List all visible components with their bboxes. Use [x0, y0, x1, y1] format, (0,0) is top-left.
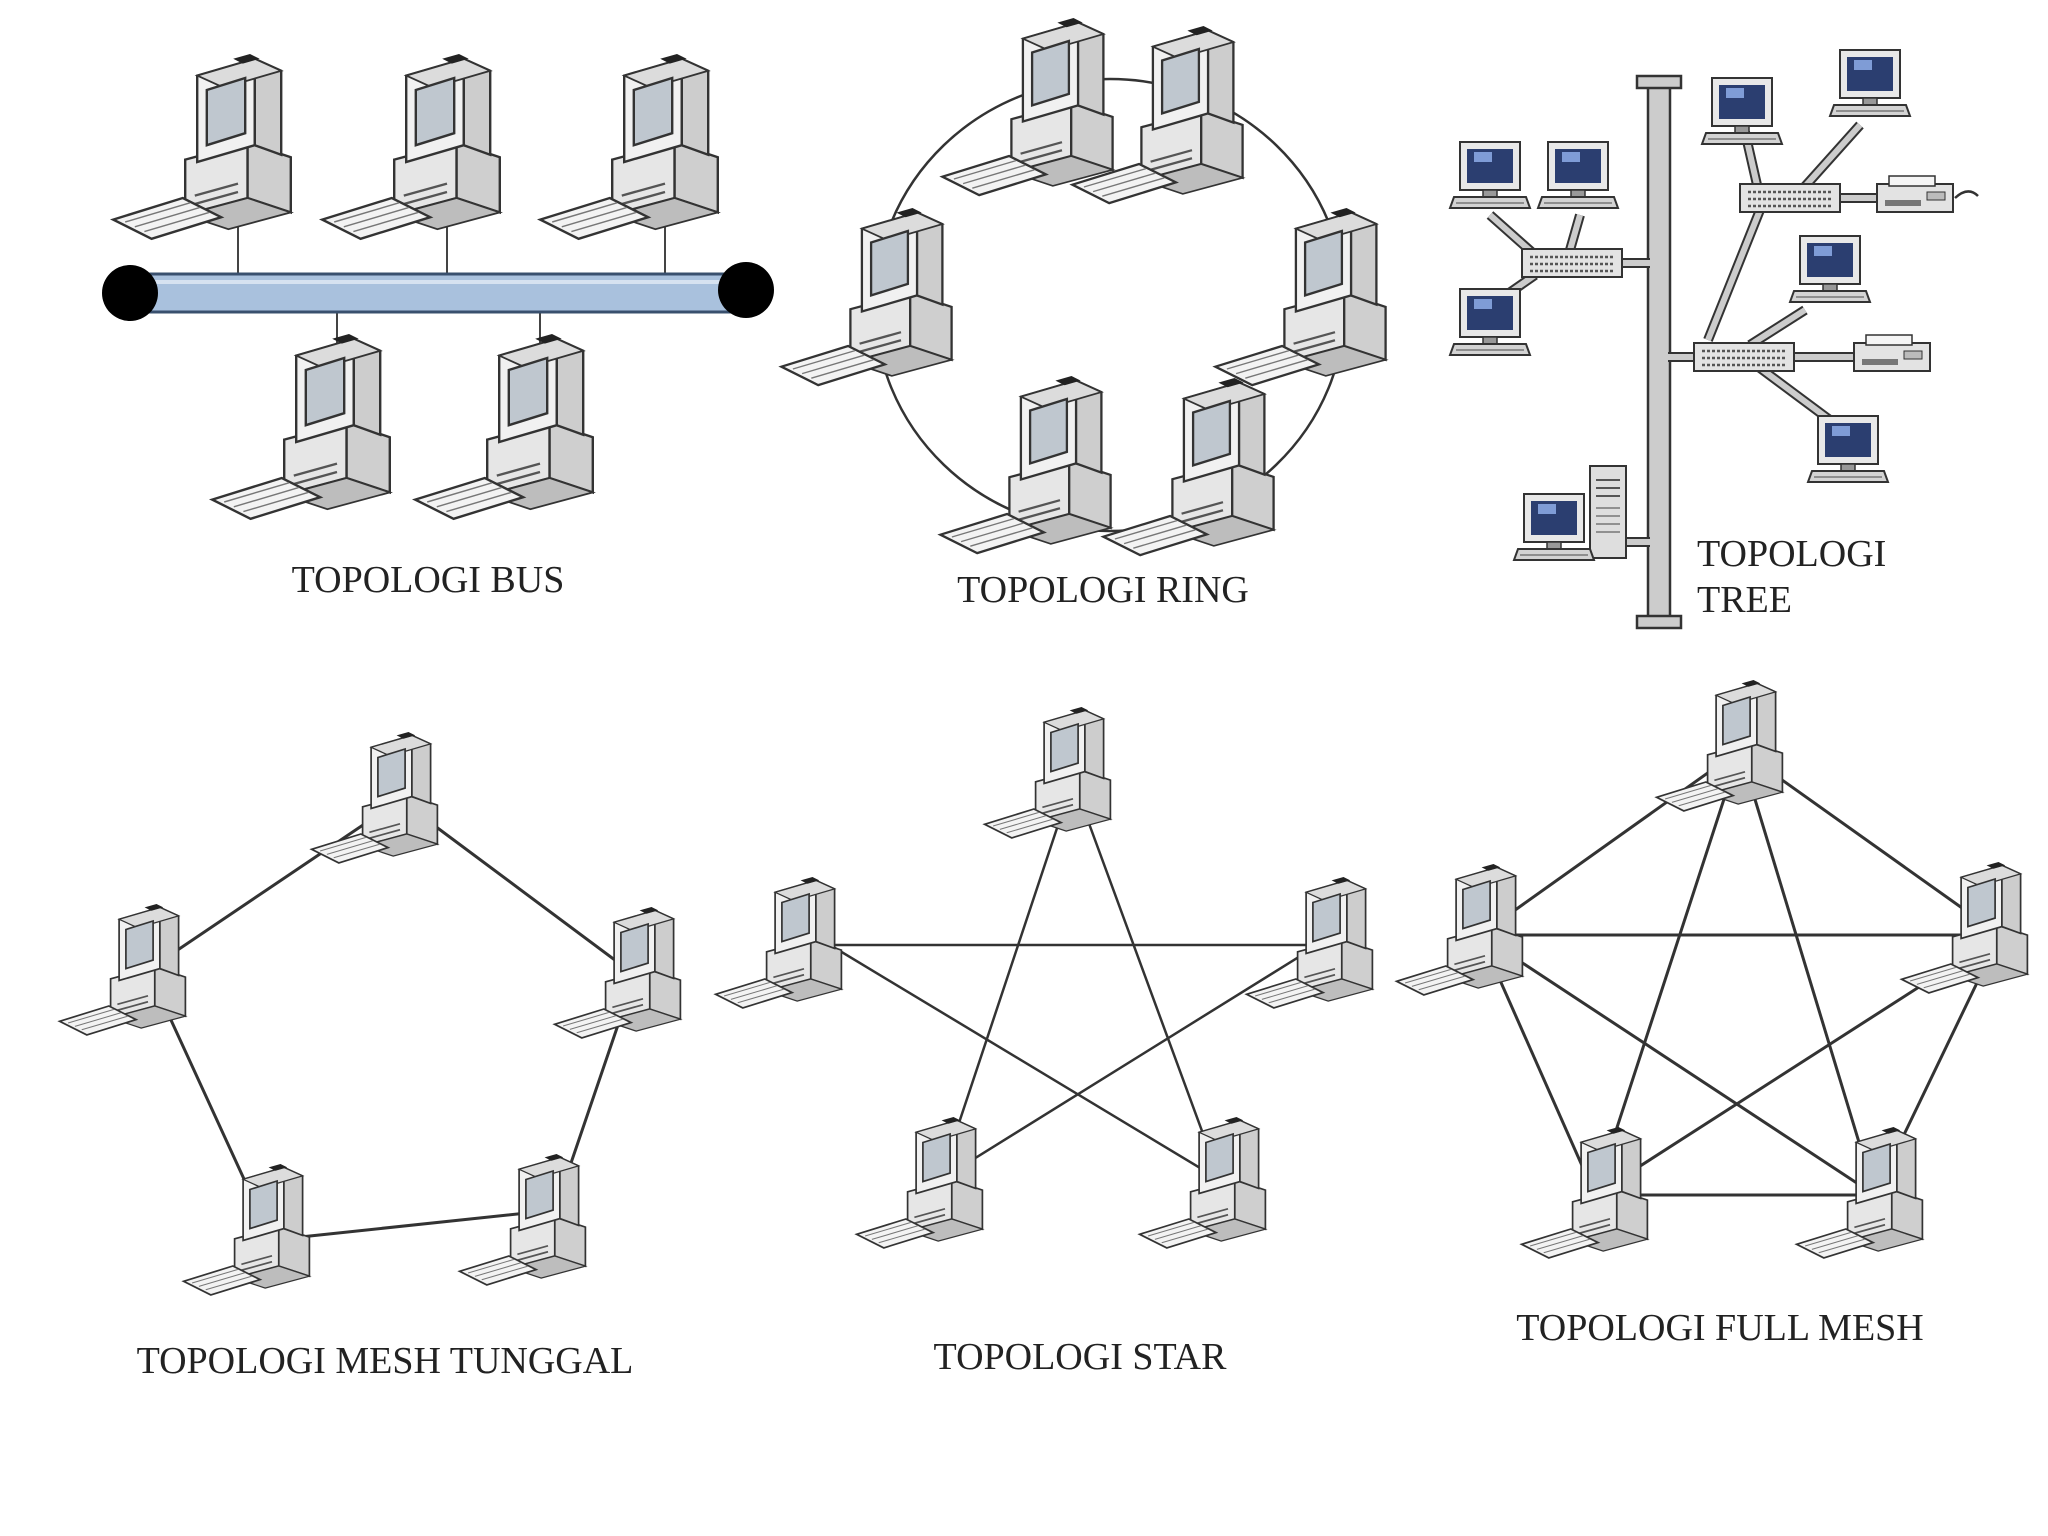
monitor-icon [1807, 415, 1889, 483]
hub-icon [1692, 341, 1796, 373]
monitor-icon [1449, 288, 1531, 356]
desktop-computer-icon [58, 903, 187, 1036]
desktop-computer-icon [539, 52, 719, 240]
monitor-icon [1829, 49, 1911, 117]
server-tower-icon [1589, 465, 1627, 559]
printer-icon [1853, 334, 1931, 372]
desktop-computer-icon [413, 332, 594, 520]
desktop-computer-icon [855, 1116, 984, 1249]
desktop-computer-icon [1520, 1126, 1649, 1259]
desktop-computer-icon [1395, 863, 1524, 996]
desktop-computer-icon [1655, 679, 1784, 812]
caption-tree-line2: TREE [1697, 579, 1792, 621]
desktop-computer-icon [1214, 206, 1387, 387]
mesh-single-topology: TOPOLOGI MESH TUNGGAL [58, 731, 682, 1382]
tree-backbone [1646, 80, 1672, 624]
full-mesh-topology: TOPOLOGI FULL MESH [1395, 679, 2029, 1349]
desktop-computer-icon [320, 52, 501, 240]
mesh-single-links [146, 798, 637, 1242]
desktop-computer-icon [182, 1163, 311, 1296]
caption-full-mesh: TOPOLOGI FULL MESH [1516, 1307, 1923, 1349]
desktop-computer-icon [714, 876, 843, 1009]
hub-icon [1520, 247, 1624, 279]
caption-star: TOPOLOGI STAR [934, 1336, 1228, 1378]
desktop-computer-icon [941, 16, 1114, 197]
monitor-icon [1537, 141, 1619, 209]
tree-topology: TOPOLOGI TREE [1449, 49, 1979, 630]
desktop-computer-icon [310, 731, 439, 864]
caption-ring: TOPOLOGI RING [957, 569, 1249, 611]
desktop-computer-icon [1245, 876, 1374, 1009]
star-topology: TOPOLOGI STAR [714, 706, 1374, 1378]
desktop-computer-icon [983, 706, 1112, 839]
desktop-computer-icon [939, 374, 1112, 555]
star-links [825, 776, 1323, 1183]
bus-topology: TOPOLOGI BUS [102, 52, 774, 601]
desktop-computer-icon [553, 906, 682, 1039]
monitor-icon [1701, 77, 1783, 145]
desktop-computer-icon [1102, 376, 1275, 557]
ring-topology: TOPOLOGI RING [780, 16, 1387, 611]
monitor-icon [1513, 493, 1595, 561]
desktop-computer-icon [111, 52, 292, 240]
desktop-computer-icon [1900, 861, 2029, 994]
desktop-computer-icon [780, 206, 953, 387]
bus-terminator-icon [718, 262, 774, 318]
bus-terminator-icon [102, 265, 158, 321]
caption-mesh-single: TOPOLOGI MESH TUNGGAL [137, 1340, 634, 1382]
bus-cable [128, 272, 750, 314]
monitor-icon [1789, 235, 1871, 303]
desktop-computer-icon [210, 332, 391, 520]
printer-icon [1876, 175, 1954, 213]
desktop-computer-icon [1138, 1116, 1267, 1249]
desktop-computer-icon [1795, 1126, 1924, 1259]
monitor-icon [1449, 141, 1531, 209]
caption-tree-line1: TOPOLOGI [1697, 533, 1886, 575]
caption-bus: TOPOLOGI BUS [292, 559, 565, 601]
hub-icon [1738, 182, 1842, 214]
